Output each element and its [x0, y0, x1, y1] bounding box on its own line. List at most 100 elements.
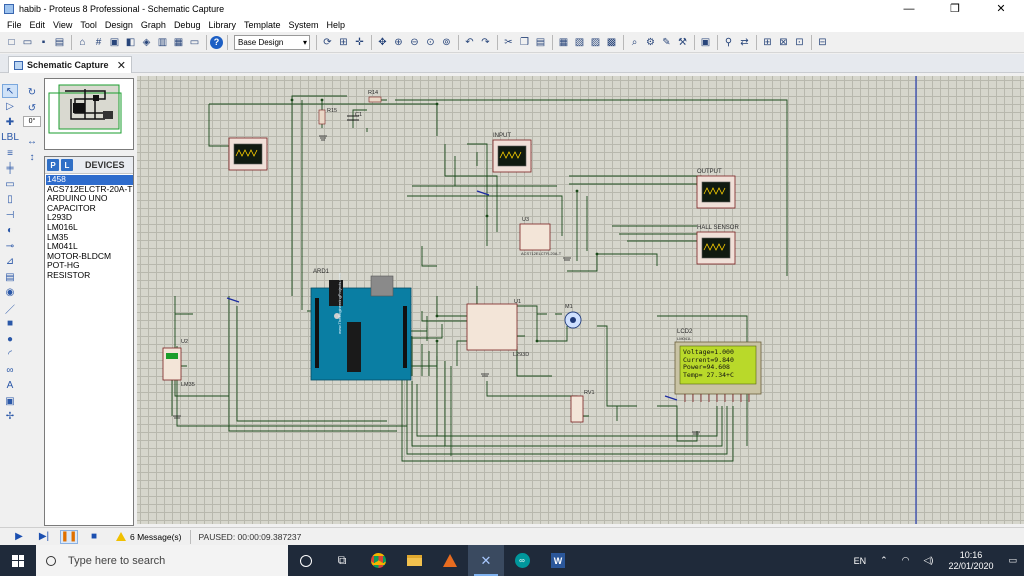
buses-icon[interactable]: ╪	[6, 163, 14, 174]
restore-button[interactable]: ❐	[950, 3, 960, 15]
file-explorer-icon[interactable]	[396, 545, 432, 576]
library-manager-button[interactable]: L	[61, 159, 73, 171]
bom-icon[interactable]: ▥	[157, 36, 168, 48]
oscilloscope-output[interactable]	[696, 175, 736, 209]
probe-icon[interactable]: ⊸	[5, 240, 15, 252]
word-icon[interactable]: W	[540, 545, 576, 576]
pan-icon[interactable]: ✥	[378, 36, 387, 48]
step-icon[interactable]: ▶|	[38, 531, 50, 542]
block-copy-icon[interactable]: ▦	[558, 36, 569, 48]
volume-icon[interactable]: ◁)	[923, 555, 934, 565]
property-tool-icon[interactable]: ⇄	[740, 36, 749, 48]
schematic-canvas[interactable]: INPUT OUTPUT HALL SENSOR LCD2 LM041L ARD…	[137, 76, 1024, 524]
tab-schematic-capture[interactable]: Schematic Capture ✕	[8, 56, 132, 73]
tape-recorder-icon[interactable]: ▤	[5, 271, 15, 283]
notes-icon[interactable]: ▭	[189, 36, 200, 48]
wifi-icon[interactable]: ◠	[901, 555, 910, 565]
zoom-in-icon[interactable]: ⊕	[394, 36, 403, 48]
undo-icon[interactable]: ↶	[465, 36, 474, 48]
box-2d-icon[interactable]: ■	[6, 318, 14, 329]
netlist-icon[interactable]: ⊟	[818, 36, 827, 48]
pick-devices-button[interactable]: P	[47, 159, 59, 171]
pause-icon[interactable]: ❚❚	[60, 529, 78, 544]
menu-file[interactable]: File	[7, 19, 22, 30]
component-mode-icon[interactable]: ▷	[6, 101, 14, 112]
wire-label-icon[interactable]: LBL	[1, 132, 19, 143]
device-item[interactable]: ARDUINO UNO	[47, 193, 108, 204]
bldc-motor-m1[interactable]	[564, 311, 582, 329]
device-item[interactable]: LM016L	[47, 221, 78, 232]
close-icon[interactable]: ✕	[116, 59, 126, 72]
paste-icon[interactable]: ▤	[535, 36, 546, 48]
grid-icon[interactable]: ⊞	[339, 36, 348, 48]
close-button[interactable]: ✕	[996, 3, 1006, 15]
cortana-icon[interactable]	[288, 545, 324, 576]
task-view-icon[interactable]: ⧉	[337, 553, 347, 567]
mirror-horizontal-icon[interactable]: ↔	[27, 135, 37, 147]
menu-design[interactable]: Design	[104, 19, 133, 30]
path-2d-icon[interactable]: ∞	[6, 364, 14, 376]
device-item[interactable]: POT-HG	[47, 260, 80, 271]
block-move-icon[interactable]: ▧	[574, 36, 585, 48]
circle-2d-icon[interactable]: ●	[6, 333, 14, 345]
zoom-out-icon[interactable]: ⊖	[410, 36, 419, 48]
clock[interactable]: 10:16 22/01/2020	[940, 550, 1001, 572]
capacitor-c1[interactable]	[347, 115, 359, 121]
overview-window[interactable]	[44, 78, 134, 150]
device-item[interactable]: CAPACITOR	[47, 202, 96, 213]
text-script-icon[interactable]: ≡	[7, 147, 13, 159]
device-item[interactable]: RESISTOR	[47, 269, 91, 280]
remove-sheet-icon[interactable]: ⊠	[779, 36, 788, 48]
block-delete-icon[interactable]: ▩	[606, 36, 617, 48]
cut-icon[interactable]: ✂	[504, 36, 513, 48]
proteus-taskbar-icon[interactable]: ✕	[468, 545, 504, 576]
line-2d-icon[interactable]: ／	[5, 304, 15, 316]
potentiometer-rv1[interactable]	[570, 395, 584, 423]
decompose-icon[interactable]: ⚒	[678, 36, 687, 48]
new-sheet-icon[interactable]: ⊞	[763, 36, 772, 48]
zoom-all-icon[interactable]: ⊙	[426, 36, 435, 48]
device-item[interactable]: 1458	[46, 174, 133, 185]
selection-mode-icon[interactable]: ↖	[2, 84, 18, 98]
oscilloscope-input[interactable]	[492, 139, 532, 173]
new-file-icon[interactable]: □	[8, 36, 15, 48]
messages-indicator[interactable]: 6 Message(s)	[116, 529, 191, 544]
save-icon[interactable]: ▪	[41, 36, 46, 48]
redo-icon[interactable]: ↷	[481, 36, 490, 48]
oscilloscope-1[interactable]	[228, 137, 268, 171]
minimize-button[interactable]: —	[903, 2, 915, 15]
resistor-r14[interactable]	[368, 96, 382, 103]
lcd-lm041l[interactable]	[674, 341, 762, 402]
pcb-icon[interactable]: #	[95, 36, 102, 48]
menu-edit[interactable]: Edit	[29, 19, 46, 30]
help-icon[interactable]: ?	[210, 35, 223, 49]
3d-icon[interactable]: ◈	[142, 36, 151, 48]
arc-2d-icon[interactable]: ◜	[8, 349, 12, 360]
menu-graph[interactable]: Graph	[140, 19, 166, 30]
stop-icon[interactable]: ■	[90, 531, 98, 542]
menu-system[interactable]: System	[288, 19, 319, 30]
device-item[interactable]: LM35	[47, 231, 69, 242]
menu-help[interactable]: Help	[326, 19, 346, 30]
import-icon[interactable]: ▤	[54, 36, 65, 48]
text-2d-icon[interactable]: A	[6, 380, 14, 391]
home-icon[interactable]: ⌂	[79, 36, 86, 48]
refresh-icon[interactable]: ⟳	[323, 36, 332, 48]
terminals-icon[interactable]: ▯	[7, 194, 13, 205]
arduino-ide-icon[interactable]: ∞	[504, 545, 540, 576]
junction-dot-icon[interactable]: ✚	[5, 116, 15, 128]
acs712-sensor-u3[interactable]	[519, 223, 551, 251]
device-item[interactable]: ACS712ELCTR-20A-T	[47, 183, 133, 194]
rotate-anticlockwise-icon[interactable]: ↺	[27, 102, 37, 114]
lm35-sensor-u2[interactable]	[162, 347, 182, 381]
zoom-area-icon[interactable]: ⊚	[442, 36, 451, 48]
symbol-2d-icon[interactable]: ▣	[5, 395, 15, 407]
generator-icon[interactable]: ◐	[6, 225, 14, 236]
notifications-icon[interactable]: ▭	[1008, 555, 1017, 565]
rotation-angle-field[interactable]: 0°	[23, 116, 41, 127]
menu-view[interactable]: View	[53, 19, 73, 30]
chevron-up-icon[interactable]: ⌃	[880, 555, 888, 565]
virtual-instruments-icon[interactable]: ◉	[5, 287, 15, 298]
menu-library[interactable]: Library	[208, 19, 236, 30]
graph-icon[interactable]: ⊿	[5, 256, 15, 267]
